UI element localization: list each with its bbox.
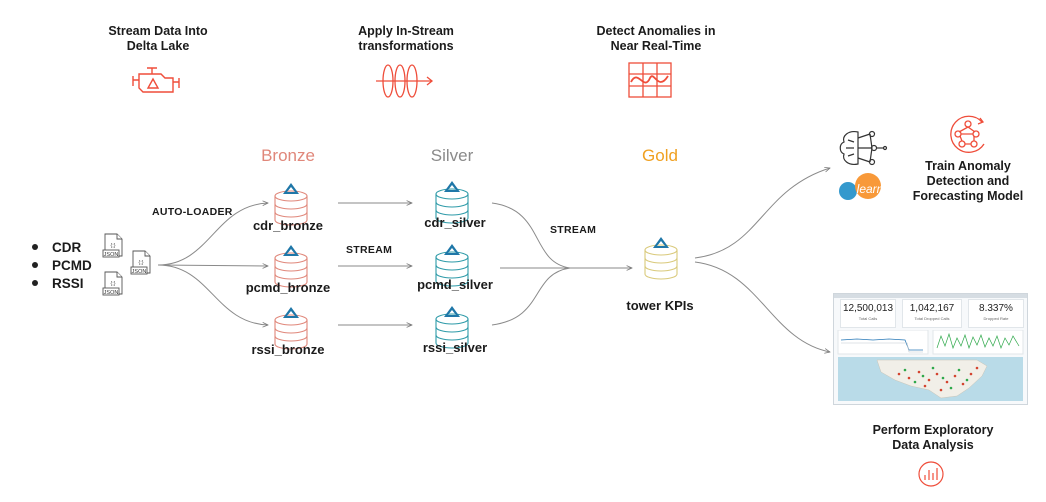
brain-network-icon [839,130,888,166]
kpi-label: Total Dropped Calls [914,316,950,321]
tier-gold-label: Gold [642,146,678,165]
arrow-gold-to-dashboard [694,261,830,352]
sklearn-text: learn [857,182,884,196]
arrow-gold-to-ml [694,168,830,259]
kpi-label: Dropped Rate [983,316,1009,321]
cdr-silver-table-icon [435,181,469,224]
node-label-pcmd-silver: pcmd_silver [417,277,493,292]
arrow-source-to-cdr-bronze [157,203,268,266]
node-label-cdr-silver: cdr_silver [424,215,486,230]
node-label-rssi-bronze: rssi_bronze [251,342,325,357]
json-label: JSON [132,269,147,275]
node-label-pcmd-bronze: pcmd_bronze [245,280,331,295]
source-item: RSSI [32,274,92,292]
kpi-card: 8.337% Dropped Rate [968,299,1024,328]
source-item: CDR [32,238,92,256]
kpi-card: 12,500,013 Total Calls [840,299,896,328]
arrow-source-to-rssi-bronze [157,264,268,325]
arrow-cdr-silver-to-gold [491,202,571,269]
kpi-value: 1,042,167 [909,303,955,314]
bullet-icon [32,244,38,250]
edge-label-stream: STREAM [346,244,393,256]
svg-text:{;}: {;} [110,281,115,287]
arrow-source-to-pcmd-bronze [157,265,268,266]
json-label: JSON [104,252,119,258]
cdr-bronze-table-icon [274,183,308,226]
bullet-icon [32,280,38,286]
pcmd-bronze-table-icon [274,245,308,288]
rssi-silver-table-icon [435,306,469,349]
pcmd-silver-table-icon [435,244,469,287]
kpi-label: Total Calls [858,316,878,321]
transform-flow-icon [376,64,434,98]
dashboard-charts-and-map [837,330,1024,401]
dashboard-thumbnail: 12,500,013 Total Calls 1,042,167 Total D… [833,293,1028,405]
analysis-chart-icon [918,461,944,487]
kpi-value: 12,500,013 [842,303,894,314]
edge-label-stream: STREAM [550,224,597,236]
anomaly-chart-icon [628,62,672,98]
dashboard-header-bar [834,294,1027,298]
svg-text:{;}: {;} [138,260,143,266]
svg-text:{;}: {;} [110,243,115,249]
rssi-bronze-table-icon [274,307,308,350]
network-graph-icon [950,115,985,153]
edge-label-auto-loader: AUTO-LOADER [152,206,233,218]
node-label-cdr-bronze: cdr_bronze [252,218,324,233]
tier-bronze-label: Bronze [261,146,315,165]
tier-silver-label: Silver [430,146,474,165]
source-item: PCMD [32,256,92,274]
arrow-rssi-silver-to-gold [491,267,571,326]
source-list: CDR PCMD RSSI [32,238,92,292]
bullet-icon [32,262,38,268]
engine-icon [132,67,180,93]
node-label-rssi-silver: rssi_silver [422,340,488,355]
node-label-tower-kpis: tower KPIs [626,298,694,313]
kpi-value: 8.337% [979,303,1013,314]
tower-kpis-gold-table-icon [644,237,678,280]
scikit-learn-logo: learn [839,173,884,200]
json-label: JSON [104,290,119,296]
json-files-icon: {;} JSON {;} JSON {;} JSON [102,233,151,296]
kpi-card: 1,042,167 Total Dropped Calls [902,299,962,328]
